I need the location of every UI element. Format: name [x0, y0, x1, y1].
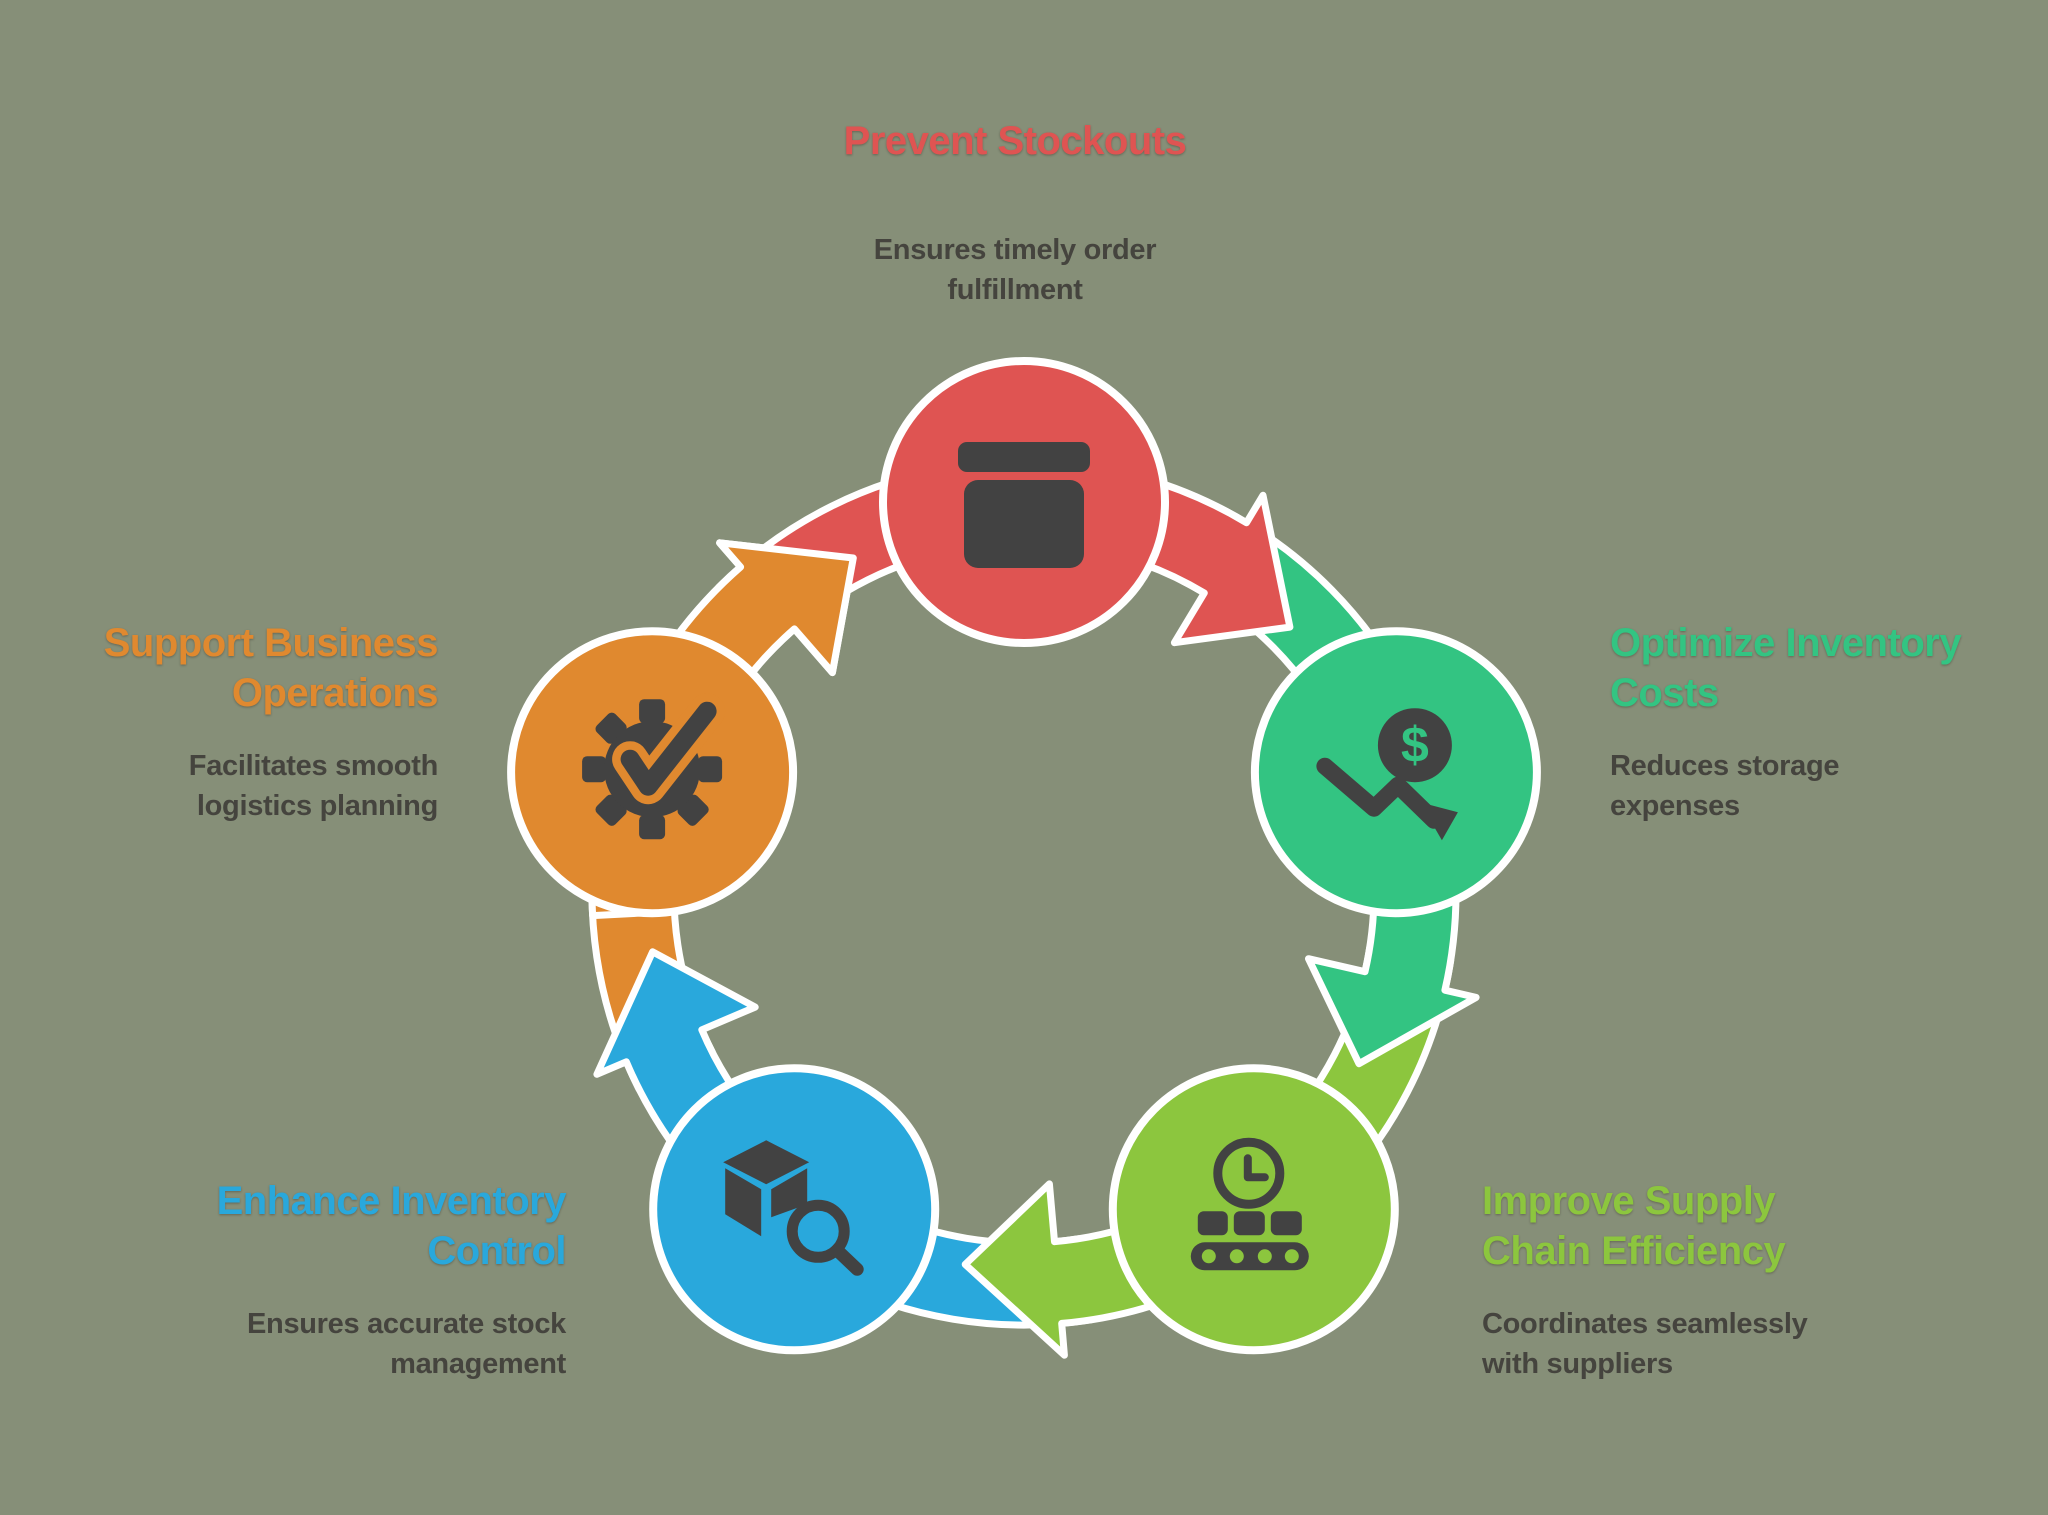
node-title: Optimize Inventory Costs — [1610, 618, 2042, 718]
conveyor-box — [1197, 1211, 1228, 1236]
clock-conveyor-icon — [1190, 1137, 1309, 1271]
magnifier-lens — [786, 1199, 850, 1263]
node-label-enhance-inventory-control: Enhance Inventory Control Ensures accura… — [146, 1176, 567, 1384]
subtitle-line: fulfillment — [947, 274, 1083, 306]
gear-tooth — [639, 699, 666, 724]
gear-tooth — [639, 815, 666, 840]
title-line: Prevent Stockouts — [843, 119, 1187, 163]
conveyor-belt — [1190, 1242, 1309, 1271]
conveyor-roller — [1201, 1249, 1216, 1264]
conveyor-box — [1270, 1211, 1302, 1236]
node-title: Enhance Inventory Control — [146, 1176, 567, 1276]
node-circle-improve-supply-chain-efficiency — [1108, 1064, 1399, 1355]
subtitle-line: Ensures accurate stock — [246, 1308, 566, 1340]
node-subtitle: Coordinates seamlessly with suppliers — [1482, 1304, 1922, 1384]
node-label-optimize-inventory-costs: Optimize Inventory Costs Reduces storage… — [1610, 618, 2042, 826]
subtitle-line: Ensures timely order — [873, 234, 1157, 266]
subtitle-line: logistics planning — [196, 790, 438, 822]
node-title: Support Business Operations — [10, 618, 439, 718]
node-title: Improve Supply Chain Efficiency — [1482, 1176, 1922, 1276]
title-line: Operations — [231, 671, 439, 715]
decline-arrowhead — [1419, 802, 1458, 841]
clock-face — [1213, 1137, 1285, 1209]
conveyor-roller — [1257, 1249, 1272, 1264]
gear-tooth — [582, 756, 607, 783]
gear-checkmark-icon — [582, 693, 726, 840]
dollar-sign: $ — [1401, 717, 1429, 773]
title-line: Improve Supply — [1482, 1179, 1776, 1223]
title-line: Control — [427, 1229, 566, 1273]
node-circle-enhance-inventory-control — [649, 1064, 940, 1355]
node-label-prevent-stockouts: Prevent Stockouts Ensures timely order f… — [765, 116, 1265, 310]
decline-trend-line — [1316, 757, 1443, 829]
magnifier-handle — [830, 1243, 864, 1276]
subtitle-line: expenses — [1610, 790, 1740, 822]
storage-box-lid — [958, 442, 1090, 472]
gear-tooth — [698, 756, 723, 783]
subtitle-line: management — [390, 1348, 566, 1380]
title-line: Chain Efficiency — [1482, 1229, 1786, 1273]
subtitle-line: with suppliers — [1482, 1348, 1673, 1380]
subtitle-line: Facilitates smooth — [188, 750, 439, 782]
conveyor-box — [1233, 1211, 1265, 1236]
dollar-coin — [1377, 708, 1452, 783]
node-label-support-business-operations: Support Business Operations Facilitates … — [10, 618, 439, 826]
clock-hands — [1243, 1154, 1269, 1182]
title-line: Support Business — [103, 621, 439, 665]
cube-left-face — [725, 1168, 762, 1237]
dollar-decline-icon: $ — [1316, 708, 1458, 841]
subtitle-line: Reduces storage — [1610, 750, 1840, 782]
storage-box-body — [964, 480, 1084, 568]
node-subtitle: Facilitates smooth logistics planning — [10, 746, 439, 826]
checkmark — [620, 701, 717, 796]
node-subtitle: Reduces storage expenses — [1610, 746, 2042, 826]
node-subtitle: Ensures timely order fulfillment — [765, 230, 1265, 310]
conveyor-roller — [1229, 1249, 1244, 1264]
cube-right-face — [771, 1168, 808, 1218]
cube-magnifier-icon — [723, 1140, 864, 1276]
node-title: Prevent Stockouts — [765, 116, 1265, 166]
node-label-improve-supply-chain-efficiency: Improve Supply Chain Efficiency Coordina… — [1482, 1176, 1922, 1384]
title-line: Costs — [1610, 671, 1719, 715]
storage-box-icon — [958, 442, 1090, 568]
title-line: Enhance Inventory — [216, 1179, 567, 1223]
title-line: Optimize Inventory — [1610, 621, 1962, 665]
subtitle-line: Coordinates seamlessly — [1482, 1308, 1808, 1340]
node-subtitle: Ensures accurate stock management — [146, 1304, 566, 1384]
conveyor-roller — [1284, 1249, 1299, 1264]
cube-top-face — [723, 1140, 810, 1185]
